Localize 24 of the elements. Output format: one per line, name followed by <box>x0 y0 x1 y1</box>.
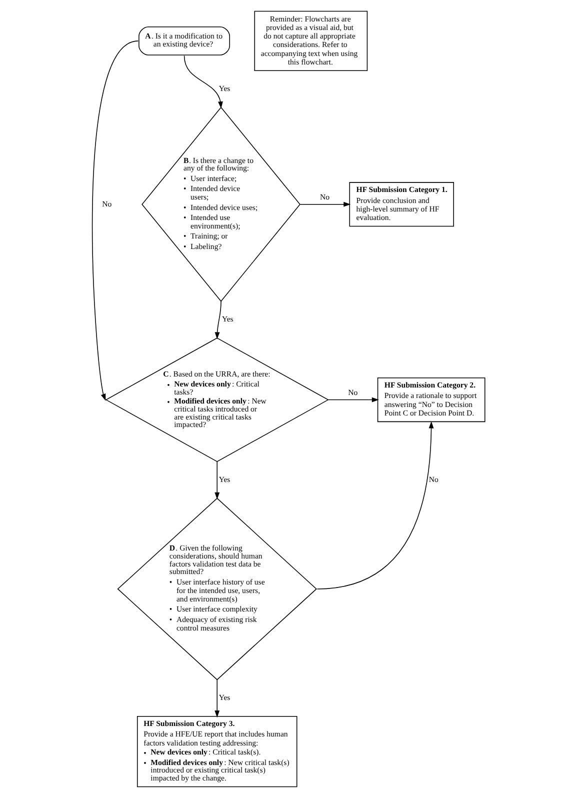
edge-label: No <box>428 474 438 484</box>
node-box: A. Is it a modification to an existing device? <box>138 26 230 56</box>
edge-label: Yes <box>218 84 230 93</box>
arrow <box>92 40 138 401</box>
edge-label: Yes <box>218 692 230 702</box>
node-diamond: B. Is there a change to any of the following: • User interface; • Intended device users; • Intended device uses; • Intended use environment(s); • Training; or • Labeling? <box>141 106 300 302</box>
edge-label: No <box>320 192 330 202</box>
node-diamond: C. Based on the URRA, are there: • New devices only: Critical tasks? • Modified devices only: New critical tasks introduced or are existing critical tasks impacted? <box>104 338 328 462</box>
node-box: HF Submission Category 3. Provide a HFE/UE report that includes human factors validation testing addressing: • New devices only: Critical task(s). • Modified devices only: New critical task(s) introduced or existing critical task(s) impacted by the change. <box>136 716 297 788</box>
node-box: HF Submission Category 1. Provide conclusion and high-level summary of HF evaluation. <box>348 182 454 227</box>
edge-label: No <box>102 199 112 208</box>
arrow <box>214 300 221 340</box>
edge-label: Yes <box>221 314 233 324</box>
arrow <box>316 421 434 590</box>
node-diamond: D. Given the following considerations, should human factors validation test data be submitted? • User interface history of use for the intended use, users, and environment(s) • User interface complexity • Adequacy of existing risk control measures <box>116 498 316 680</box>
node-box: Reminder: Flowcharts are provided as a visual aid, but do not capture all appropriate considerations. Refer to accompanying text when using this flowchart. <box>254 10 368 72</box>
arrow <box>327 397 378 402</box>
node-box: HF Submission Category 2. Provide a rationale to support answering “No” to Decision Point C or Decision Point D. <box>376 378 485 422</box>
arrow <box>183 55 222 109</box>
arrow <box>299 202 350 207</box>
arrow <box>214 679 220 718</box>
edge-label: Yes <box>218 474 230 484</box>
edge-label: No <box>348 388 358 398</box>
arrow <box>214 461 220 500</box>
